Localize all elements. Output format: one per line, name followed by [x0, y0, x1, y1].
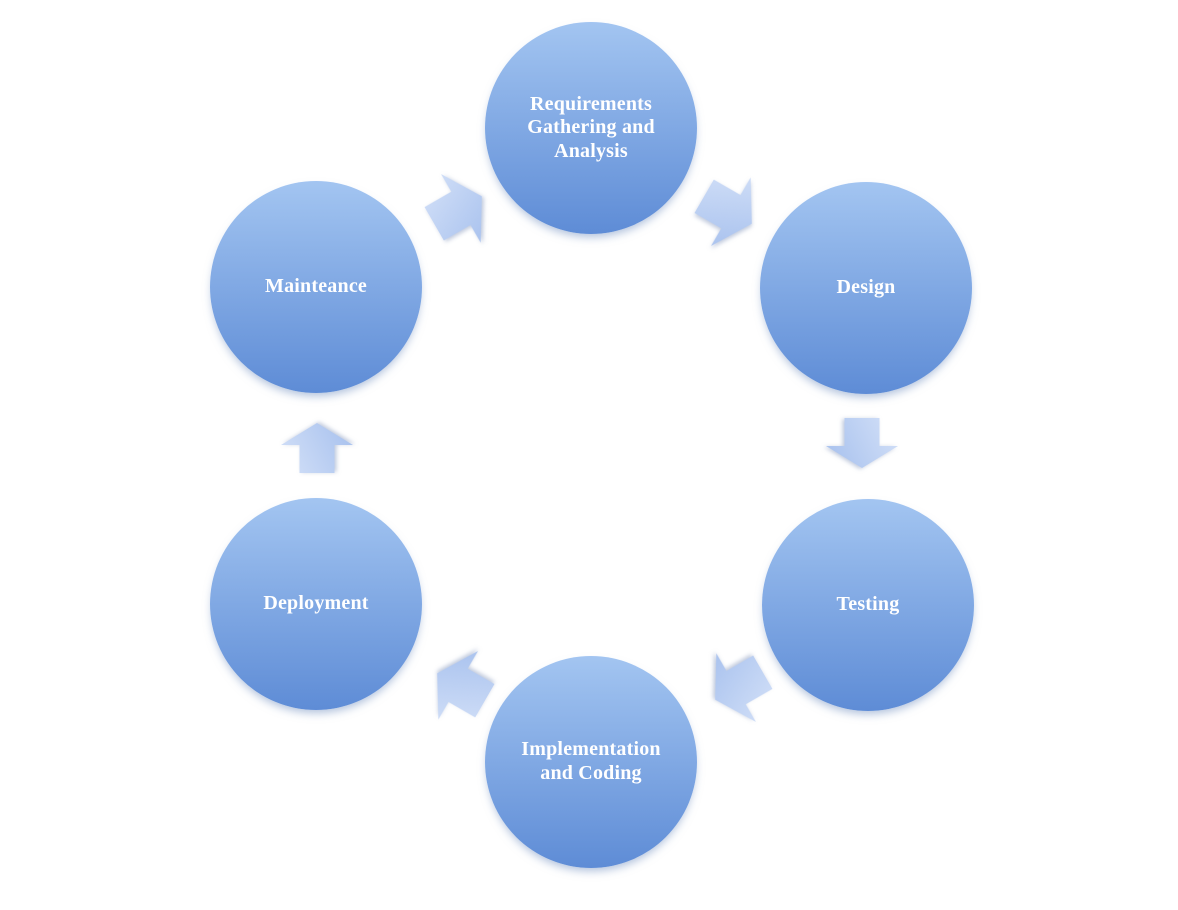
node-label: Mainteance: [265, 275, 367, 298]
node-deployment: Deployment: [210, 498, 422, 710]
arrow-icon-testing-to-implementation: [695, 638, 782, 734]
arrow-icon-design-to-testing: [826, 418, 898, 468]
node-label: Deployment: [263, 592, 369, 615]
node-label: Testing: [836, 593, 900, 616]
node-testing: Testing: [762, 499, 974, 711]
node-implementation-and-coding: Implementation and Coding: [485, 656, 697, 868]
node-label: Implementation and Coding: [521, 738, 661, 784]
arrow-icon-maintenance-to-requirements: [414, 162, 501, 258]
node-requirements-gathering-and-analysis: Requirements Gathering and Analysis: [485, 22, 697, 234]
node-maintenance: Mainteance: [210, 181, 422, 393]
arrow-icon-deployment-to-maintenance: [281, 423, 353, 473]
arrow-icon-implementation-to-deployment: [417, 639, 504, 735]
arrow-icon-requirements-to-design: [684, 162, 771, 258]
node-design: Design: [760, 182, 972, 394]
node-label: Design: [836, 276, 896, 299]
node-label: Requirements Gathering and Analysis: [527, 92, 655, 162]
